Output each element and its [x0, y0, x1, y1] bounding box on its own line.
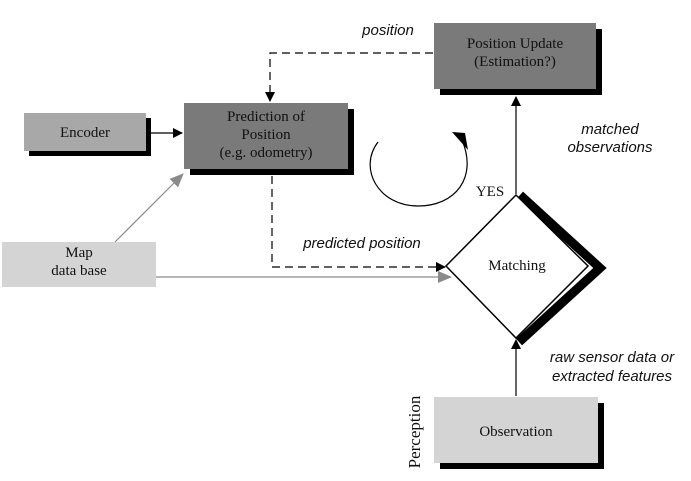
predicted-position-label: predicted position	[302, 235, 421, 252]
map-to-prediction-arrow	[114, 173, 184, 243]
raw-sensor-line-2: extracted features	[552, 368, 673, 385]
position-update-fill	[434, 23, 596, 89]
matched-label-line-1: matched	[581, 121, 639, 138]
matching-shadow	[515, 191, 607, 346]
map-line-1: Map	[65, 245, 93, 261]
perception-label: Perception	[405, 395, 424, 468]
matching-label: Matching	[488, 258, 546, 274]
predicted-position-arrow	[271, 176, 446, 272]
position-label: position	[361, 22, 414, 39]
cycle-arrow	[369, 139, 468, 207]
encoder-fill	[24, 113, 146, 151]
matching-diamond: Matching	[444, 191, 607, 346]
observation-fill	[434, 397, 598, 463]
prediction-line-1: Prediction of	[227, 109, 305, 125]
prediction-fill	[184, 103, 348, 169]
map-box: Map data base	[2, 242, 156, 287]
raw-sensor-line-1: raw sensor data or	[550, 349, 675, 366]
map-line-2: data base	[51, 263, 107, 279]
prediction-line-2: Position	[241, 127, 291, 143]
yes-label: YES	[476, 184, 504, 200]
cycle-arrowhead	[452, 132, 468, 150]
prediction-box: Prediction of Position (e.g. odometry)	[184, 103, 354, 175]
observation-label: Observation	[479, 424, 553, 440]
position-feedback-arrow	[265, 52, 433, 102]
prediction-line-3: (e.g. odometry)	[220, 145, 313, 161]
matching-outline	[444, 193, 590, 340]
position-update-box: Position Update (Estimation?)	[434, 23, 602, 95]
observation-box: Observation	[434, 397, 604, 469]
encoder-box: Encoder	[24, 113, 151, 156]
position-update-line-2: (Estimation?)	[474, 54, 556, 70]
map-fill	[2, 242, 156, 287]
encoder-label: Encoder	[60, 125, 110, 141]
position-update-line-1: Position Update	[467, 36, 564, 52]
matched-label-line-2: observations	[567, 139, 653, 156]
